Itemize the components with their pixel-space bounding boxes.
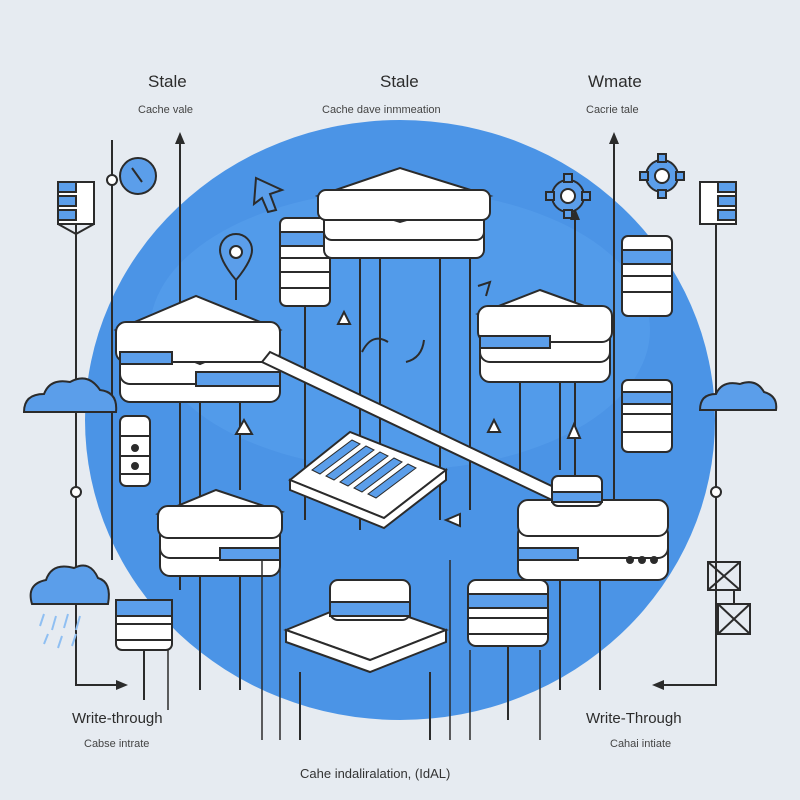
bottom-rails [167,560,541,740]
list-document-icon [699,181,737,225]
top-left-title: Stale [148,72,187,91]
location-pin-icon [218,233,254,300]
lower-left-slab [155,488,285,690]
list-document-icon [57,181,95,236]
top-right-subtitle: Cacrie tale [586,104,639,116]
inner-arrows [234,309,582,528]
inner-curve-arrows [361,280,492,363]
server-stack-left [279,217,331,520]
right-server-slab [475,288,615,480]
top-center-title: Stale [380,72,419,91]
top-right-title: Wmate [588,72,642,91]
bottom-left-subtitle: Cabse intrate [84,738,150,750]
bottom-left-title: Write-through [72,710,163,727]
gear-icon [545,173,591,219]
bottom-right-title: Write-Through [586,710,682,727]
top-center-server-stack [314,166,494,530]
top-center-subtitle: Cache dave inmmeation [322,104,441,116]
server-stack-right [621,235,673,453]
rain-cloud-icon [29,564,110,649]
clock-icon [119,157,157,195]
central-tray [288,430,449,530]
bottom-left-stack [115,599,173,700]
bottom-center-caption: Cahe indaliralation, (IdAL) [300,766,451,781]
top-left-subtitle: Cache vale [138,104,194,116]
line-nodes [70,174,722,498]
bottom-right-stack [467,579,549,720]
cloud-icon [698,381,778,411]
gear-icon [639,153,685,199]
bottom-right-subtitle: Cahai intiate [610,738,672,750]
cursor-arrow-icon [252,176,285,214]
crossed-box-icon [707,561,751,635]
bottom-arrow-heads [116,680,664,690]
lower-right-slab [517,475,669,690]
database-stack-icon [119,415,151,487]
cloud-icon [22,377,118,413]
bottom-center-slab [283,579,449,740]
